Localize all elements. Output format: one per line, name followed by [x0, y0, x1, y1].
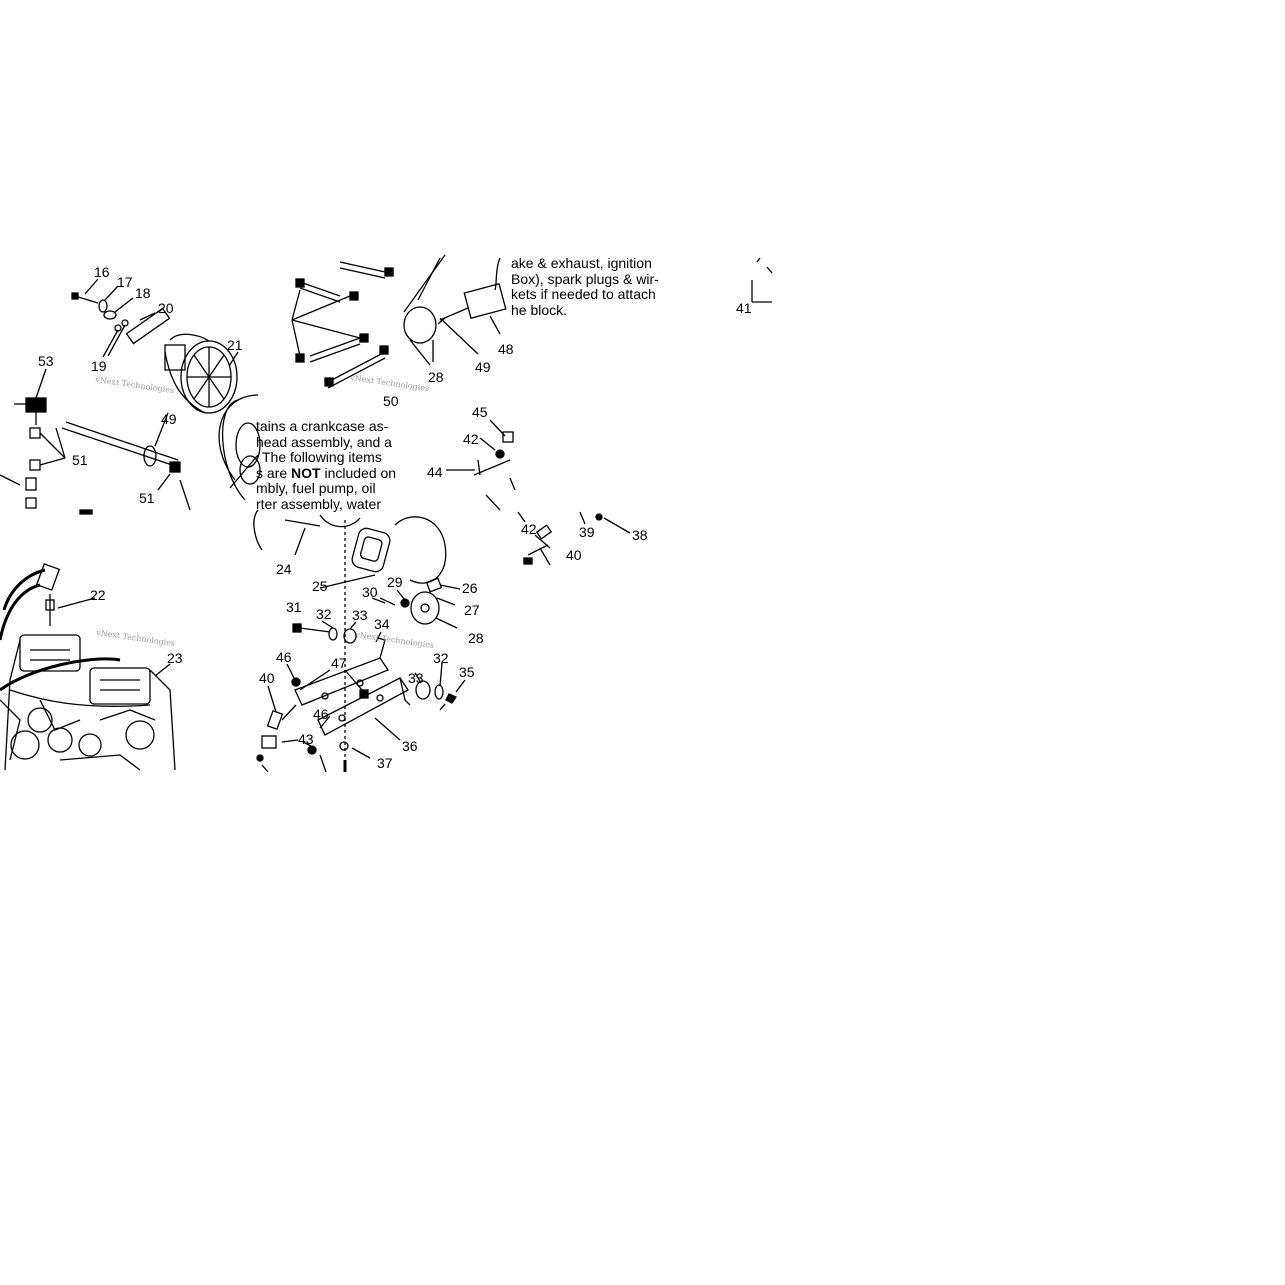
callout-36: 36 [402, 738, 418, 754]
note-top-line: ake & exhaust, ignition [511, 255, 652, 271]
note-top-line: Box), spark plugs & wir- [511, 270, 659, 287]
callout-44: 44 [427, 464, 443, 480]
callout-35: 35 [459, 664, 475, 680]
callout-30: 30 [362, 584, 378, 600]
callout-49-left: 49 [161, 411, 177, 427]
callout-26: 26 [462, 580, 478, 596]
watermark: vNext Technologies [94, 375, 175, 395]
callout-23: 23 [167, 650, 183, 666]
note-mid-line: The following items [262, 449, 382, 465]
note-mid-line: s are NOT included on [256, 464, 397, 482]
note-mid-line: head assembly, and a [256, 433, 392, 450]
callout-47: 47 [331, 655, 347, 671]
callout-34: 34 [374, 616, 390, 632]
note-mid-line4-post: included on [320, 464, 397, 481]
callout-32-left: 32 [316, 606, 332, 622]
callout-22: 22 [90, 587, 106, 603]
callout-46-top: 46 [276, 649, 292, 665]
callout-24: 24 [276, 561, 292, 577]
callout-48: 48 [498, 341, 514, 357]
note-top-line: kets if needed to attach [511, 286, 656, 302]
callout-43: 43 [298, 731, 314, 747]
callout-28-bottom: 28 [468, 630, 484, 646]
note-text-middle: tains a crankcase as- head assembly, and… [256, 418, 397, 512]
callout-49-right: 49 [475, 359, 491, 375]
callout-46-bottom: 46 [313, 706, 329, 722]
callout-31: 31 [286, 599, 302, 615]
callout-42-top: 42 [463, 431, 479, 447]
callout-51-left: 51 [72, 452, 88, 468]
callout-51-mid: 51 [139, 490, 155, 506]
callout-40-right: 40 [566, 547, 582, 563]
callout-16: 16 [94, 264, 110, 280]
callout-38: 38 [632, 527, 648, 543]
callout-29: 29 [387, 574, 403, 590]
callout-45: 45 [472, 404, 488, 420]
callout-20: 20 [158, 300, 174, 316]
note-mid-line: mbly, fuel pump, oil [256, 480, 376, 496]
callout-33-right: 33 [408, 670, 424, 686]
watermark: vNext Technologies [349, 373, 430, 393]
note-text-top: ake & exhaust, ignition Box), spark plug… [511, 255, 659, 318]
callout-32-right: 32 [433, 650, 449, 666]
note-mid-line4-bold: NOT [291, 464, 321, 481]
callout-40-left: 40 [259, 670, 275, 686]
callout-19: 19 [91, 358, 107, 374]
watermark: vNext Technologies [354, 630, 435, 650]
note-mid-line: tains a crankcase as- [256, 418, 389, 434]
watermark: vNext Technologies [95, 628, 176, 648]
note-top-line: he block. [511, 301, 568, 318]
callout-33-left: 33 [352, 607, 368, 623]
callout-17: 17 [117, 274, 133, 290]
callout-41: 41 [736, 300, 752, 316]
callout-25: 25 [312, 578, 328, 594]
callout-21: 21 [227, 337, 243, 353]
callout-37: 37 [377, 755, 393, 771]
callout-28-top: 28 [428, 369, 444, 385]
callout-39: 39 [579, 524, 595, 540]
callout-42-bottom: 42 [521, 521, 537, 537]
callout-18: 18 [135, 285, 151, 301]
callout-50: 50 [383, 393, 399, 409]
callout-27: 27 [464, 602, 480, 618]
note-mid-line: rter assembly, water [256, 495, 381, 512]
callout-53: 53 [38, 353, 54, 369]
note-mid-line4-pre: s are [256, 464, 292, 481]
